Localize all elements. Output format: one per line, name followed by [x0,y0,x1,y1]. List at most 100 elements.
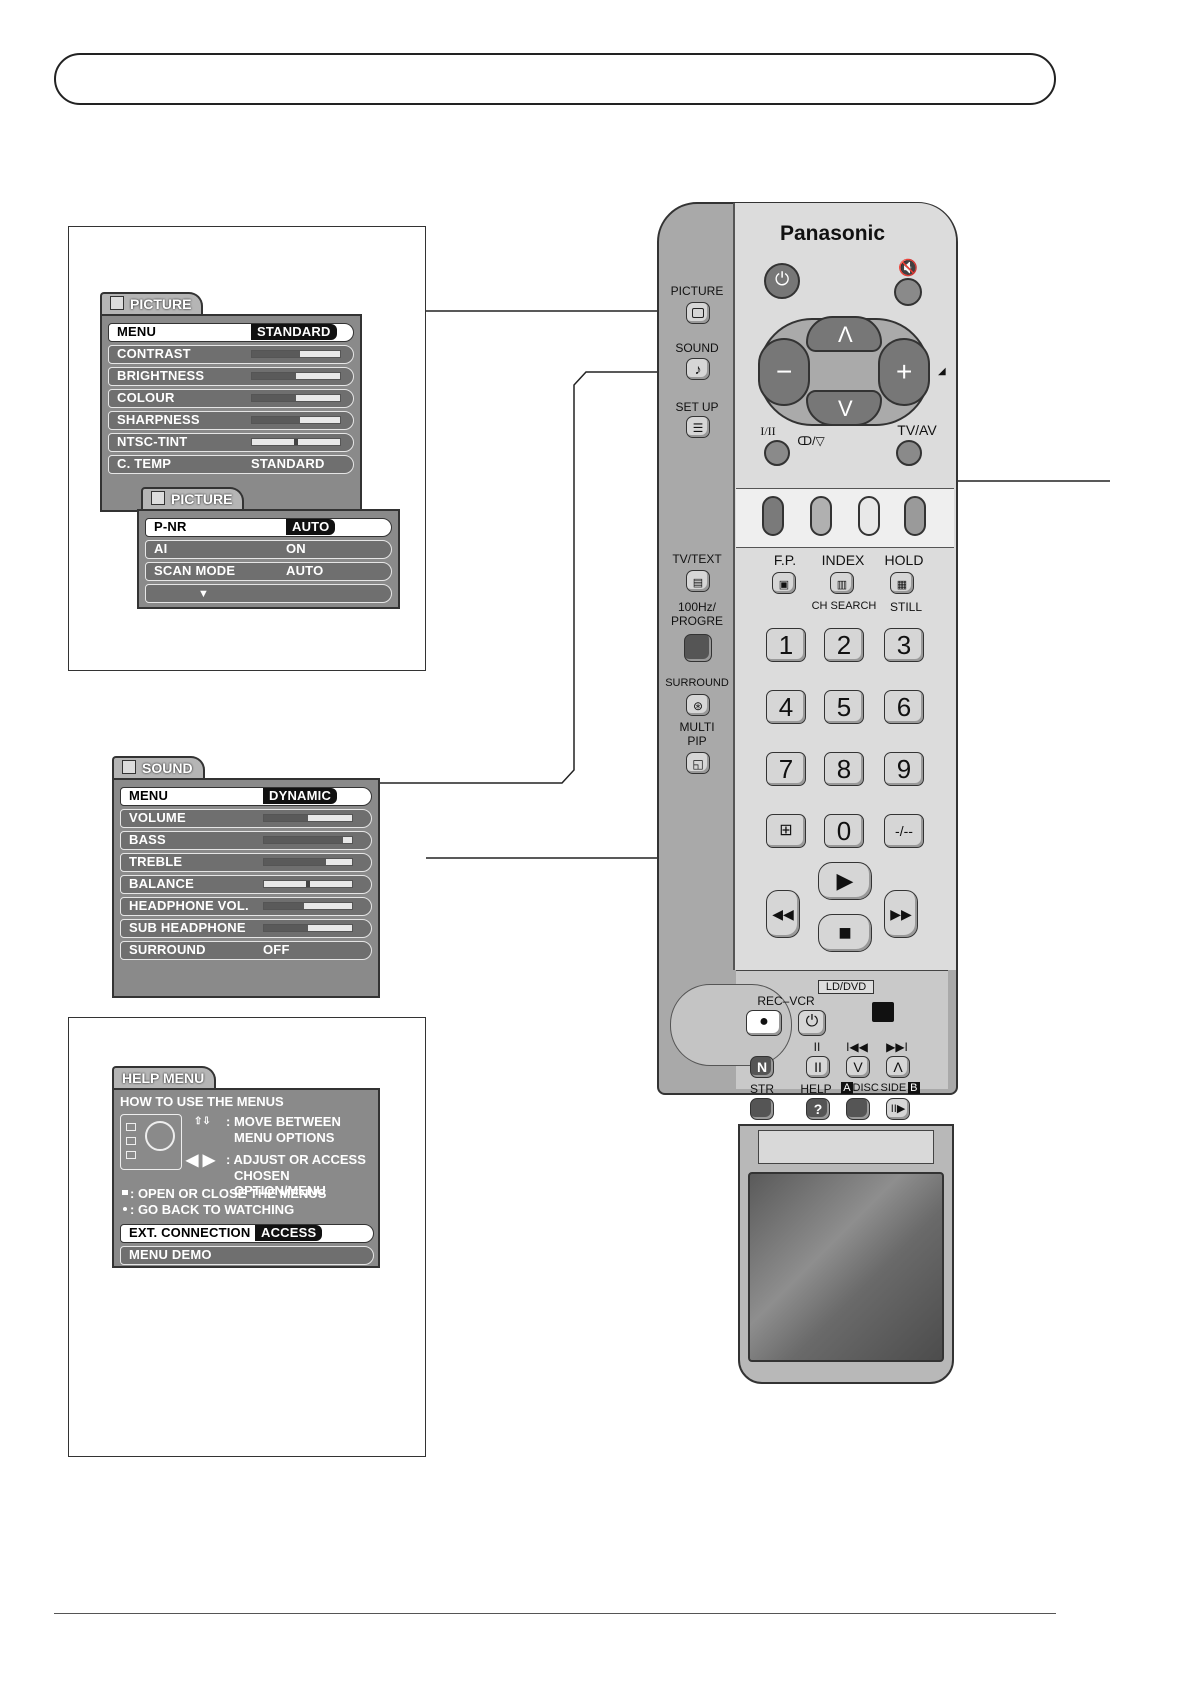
fast-forward-button[interactable]: ▶▶ [884,890,918,938]
green-key[interactable] [810,496,832,536]
sound-row-volume[interactable]: VOLUME [120,809,372,828]
digit-1-button[interactable]: 1 [766,628,806,662]
fp-button[interactable]: ▣ [772,572,796,594]
c-temp-value: STANDARD [251,456,325,471]
100hz-progre-button[interactable] [684,634,712,662]
power-button[interactable]: ⏻ [764,263,800,299]
ntsc-tint-bar [251,438,341,446]
setup-label: SET UP [675,400,719,414]
digit-3-button[interactable]: 3 [884,628,924,662]
picture-row-contrast[interactable]: CONTRAST [108,345,354,364]
yellow-key[interactable] [858,496,880,536]
next-label: ▶▶I [886,1040,908,1054]
sound-row-bass[interactable]: BASS [120,831,372,850]
picture-row-brightness[interactable]: BRIGHTNESS [108,367,354,386]
sound-button[interactable]: ♪ [686,358,710,380]
picture-tab-icon [110,296,124,310]
hold-icon: ▦ [896,579,908,591]
blue-key[interactable] [904,496,926,536]
digit-0-button[interactable]: 0 [824,814,864,848]
digit-select-button[interactable]: -/-- [884,814,924,848]
ai-value: ON [286,541,306,556]
picture-row-ntsc-tint[interactable]: NTSC-TINT [108,433,354,452]
mute-icon: 🔇 [898,260,918,277]
still-label: STILL [889,600,922,614]
help-menu: HELP MENU HOW TO USE THE MENUS ⇧⇩ : MOVE… [112,1066,380,1268]
rewind-icon: ◀◀ [772,906,794,922]
str-button[interactable] [750,1098,774,1120]
channel-up-button[interactable]: Λ [806,316,882,352]
sound-row-balance[interactable]: BALANCE [120,875,372,894]
pause-icon: II [814,1059,822,1075]
record-button[interactable]: ● [746,1010,782,1036]
picture-row-colour[interactable]: COLOUR [108,389,354,408]
digit-4-button[interactable]: 4 [766,690,806,724]
pause-button[interactable]: II [806,1056,830,1078]
sound-row-sub-headphone[interactable]: SUB HEADPHONE [120,919,372,938]
index-button[interactable]: ▥ [830,572,854,594]
help-row-menu-demo[interactable]: MENU DEMO [120,1246,374,1265]
red-key[interactable] [762,496,784,536]
digit-8-button[interactable]: 8 [824,752,864,786]
row-label: BRIGHTNESS [117,368,205,383]
treble-bar [263,858,353,866]
menu-key-icon [122,1190,128,1195]
stop-button[interactable]: ■ [818,914,872,952]
index-icon: ▥ [836,579,848,591]
n-button[interactable]: N [750,1056,774,1078]
flip-hinge [758,1130,934,1164]
row-label: C. TEMP [117,456,172,471]
digit-6-button[interactable]: 6 [884,690,924,724]
i-ii-button[interactable] [764,440,790,466]
digit-2-button[interactable]: 2 [824,628,864,662]
pnr-value: AUTO [286,519,336,535]
sound-menu-title: SOUND [142,760,193,776]
sound-row-headphone-vol[interactable]: HEADPHONE VOL. [120,897,372,916]
mute-button[interactable] [894,278,922,306]
sound-row-treble[interactable]: TREBLE [120,853,372,872]
picture2-row-more[interactable]: ▼ [145,584,392,603]
surround-button[interactable]: ⊛ [686,694,710,716]
volume-minus-button[interactable]: − [758,338,810,406]
rewind-button[interactable]: ◀◀ [766,890,800,938]
picture-row-sharpness[interactable]: SHARPNESS [108,411,354,430]
chevron-up-icon: Λ [893,1059,903,1075]
skip-forward-button[interactable]: Λ [886,1056,910,1078]
picture-menu-2-tab: PICTURE [141,487,245,509]
volume-plus-button[interactable]: + [878,338,930,406]
digit-7-button[interactable]: 7 [766,752,806,786]
disc-button[interactable] [846,1098,870,1120]
vcr-power-button[interactable]: ⏻ [798,1010,826,1036]
setup-button[interactable]: ☰ [686,416,710,438]
digit-9-button[interactable]: 9 [884,752,924,786]
play-button[interactable]: ▶ [818,862,872,900]
digit-5-button[interactable]: 5 [824,690,864,724]
picture-row-c-temp[interactable]: C. TEMP STANDARD [108,455,354,474]
picture-menu-title: PICTURE [130,296,192,312]
music-note-icon [122,760,136,774]
tvav-button[interactable] [896,440,922,466]
volume-bar [263,814,353,822]
picture-button[interactable] [686,302,710,324]
mode-switch[interactable] [872,1002,894,1022]
tvtext-button[interactable]: ▤ [686,570,710,592]
channel-down-button[interactable]: V [806,390,882,426]
help-heading: HOW TO USE THE MENUS [120,1094,284,1109]
picture-tab-icon [151,491,165,505]
multipip-button[interactable]: ◱ [686,752,710,774]
help-button[interactable]: ? [806,1098,830,1120]
skip-back-button[interactable]: V [846,1056,870,1078]
fp-label: F.P. [773,552,797,568]
row-label: SUB HEADPHONE [129,920,246,935]
slow-play-button[interactable]: II▶ [886,1098,910,1120]
hold-button[interactable]: ▦ [890,572,914,594]
header-title-box [54,53,1056,105]
input-plus-button[interactable]: ⊞ [766,814,806,848]
